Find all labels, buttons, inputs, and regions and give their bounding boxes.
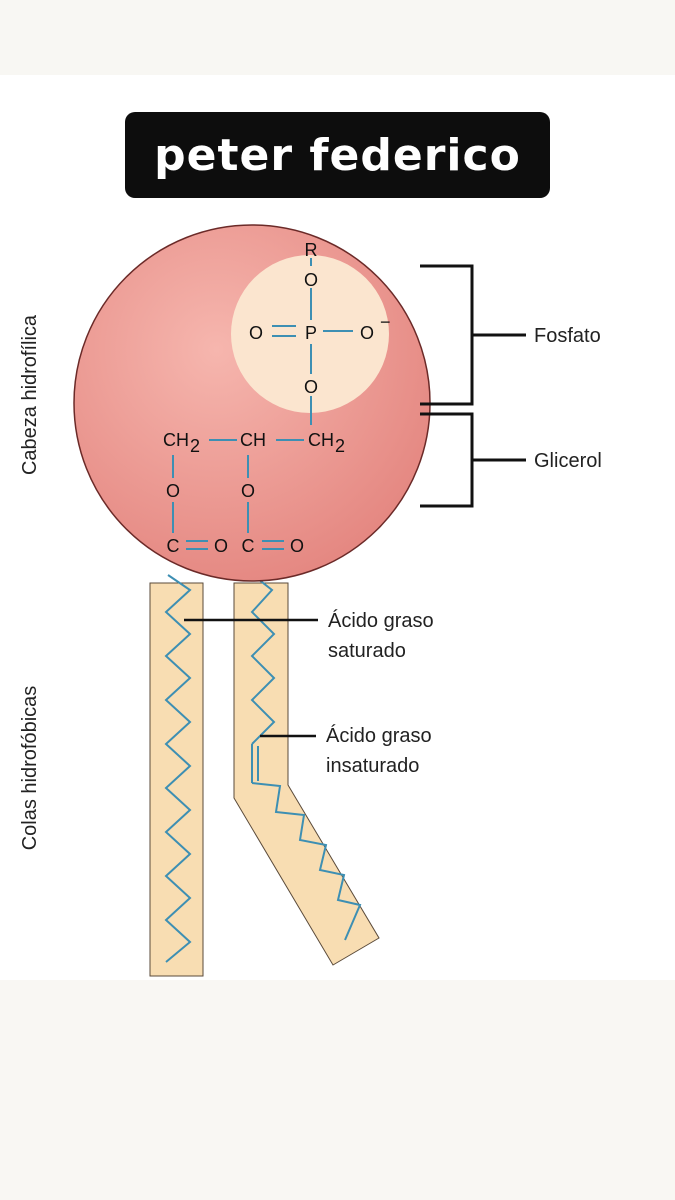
head-bonds [172, 258, 353, 550]
label-fosfato: Fosfato [534, 325, 601, 347]
unsaturated-chain-lower [251, 782, 362, 941]
ch2-left: CH [163, 430, 189, 450]
ch2-left-subscript: 2 [190, 436, 200, 456]
title-text: peter federico [154, 129, 521, 181]
atom-o-left: O [249, 323, 263, 343]
ch2-right: CH [308, 430, 334, 450]
saturated-chain [164, 574, 192, 963]
ester-o-left: O [166, 481, 180, 501]
atom-p: P [305, 323, 317, 343]
ch2-right-subscript: 2 [335, 436, 345, 456]
carbonyl-o-left: O [214, 536, 228, 556]
atom-o-bottom: O [304, 377, 318, 397]
top-band [0, 0, 675, 75]
hydrophilic-head [73, 224, 431, 582]
ester-o-right: O [241, 481, 255, 501]
phosphate-region [231, 255, 389, 413]
atom-r: R [305, 240, 318, 260]
label-hydrophobic-tails: Colas hidrofóbicas [19, 686, 41, 851]
ch-center: CH [240, 430, 266, 450]
label-unsaturated-1: Ácido graso [326, 724, 432, 747]
label-saturated-2: saturado [328, 640, 406, 662]
unsaturated-tail [233, 582, 380, 966]
atom-o-right: O [360, 323, 374, 343]
brackets [420, 264, 526, 508]
label-unsaturated-2: insaturado [326, 755, 419, 777]
title-banner: peter federico [125, 112, 550, 198]
unsaturated-chain-upper [250, 574, 276, 745]
carbonyl-o-right: O [290, 536, 304, 556]
charge-sign: − [380, 312, 391, 332]
carbonyl-c-left: C [167, 536, 180, 556]
carbonyl-c-right: C [242, 536, 255, 556]
label-hydrophilic-head: Cabeza hidrofílica [19, 314, 41, 475]
label-saturated-1: Ácido graso [328, 609, 434, 632]
label-glicerol: Glicerol [534, 450, 602, 472]
atom-o-top: O [304, 270, 318, 290]
